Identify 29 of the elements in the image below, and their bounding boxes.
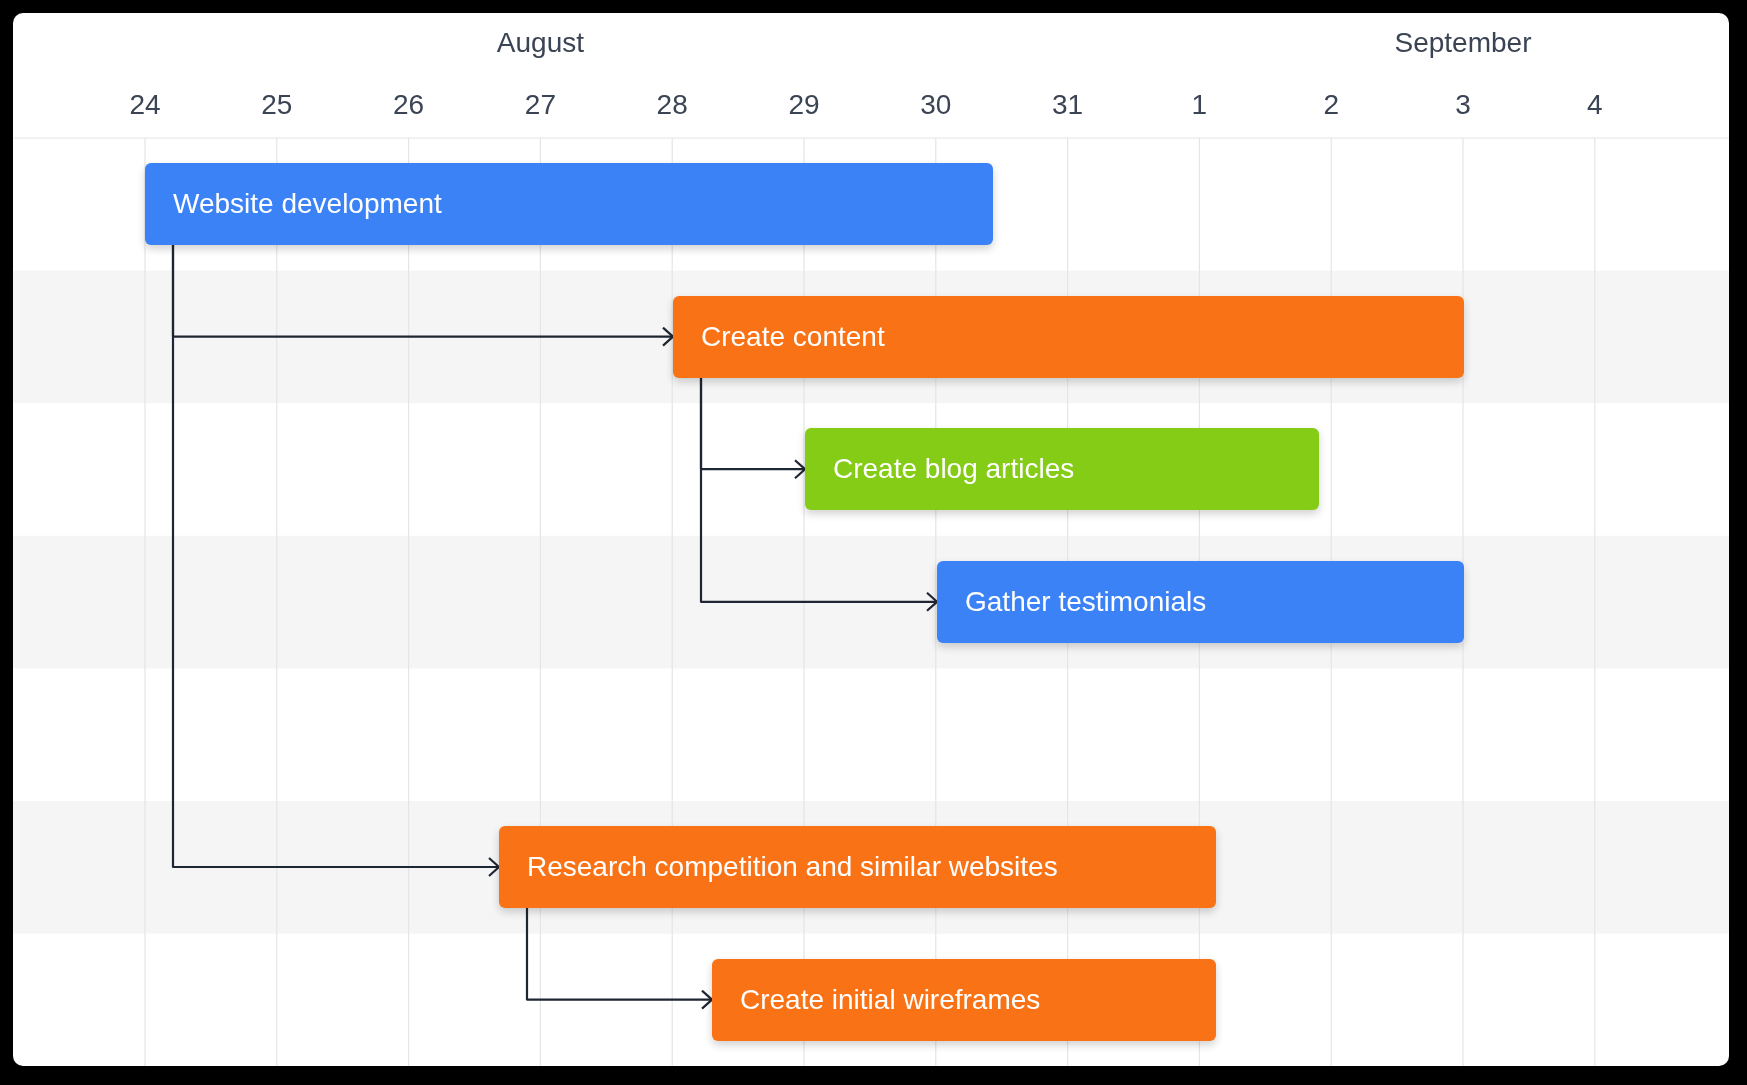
- day-label: 31: [1052, 89, 1084, 121]
- task-bar: [937, 560, 1464, 643]
- task-bar: [805, 428, 1319, 511]
- task-label: Create content: [701, 320, 885, 353]
- day-label: 24: [129, 89, 161, 121]
- month-label: August: [496, 27, 584, 59]
- task-label: Create blog articles: [833, 453, 1075, 486]
- task-bar: [499, 826, 1216, 908]
- task-label: Website development: [173, 188, 442, 220]
- task-bar: [712, 958, 1216, 1041]
- day-label: 28: [656, 89, 688, 121]
- dependency-arrow: [525, 908, 714, 1010]
- day-label: 25: [261, 89, 293, 121]
- day-label: 1: [1191, 89, 1208, 121]
- day-label: 2: [1323, 89, 1339, 121]
- dependency-arrow: [699, 377, 939, 612]
- task-bar: [145, 163, 993, 245]
- month-label: September: [1394, 27, 1532, 59]
- task-label: Create initial wireframes: [740, 983, 1041, 1016]
- day-label: 3: [1455, 89, 1471, 121]
- day-label: 26: [393, 89, 425, 121]
- task-bar: [673, 295, 1464, 378]
- task-label: Gather testimonials: [965, 585, 1207, 618]
- dependency-arrow: [171, 245, 501, 878]
- day-label: 27: [524, 89, 556, 121]
- task-label: Research competition and similar websites: [527, 851, 1058, 883]
- day-label: 29: [788, 89, 820, 121]
- day-label: 30: [920, 89, 952, 121]
- day-label: 4: [1587, 89, 1603, 121]
